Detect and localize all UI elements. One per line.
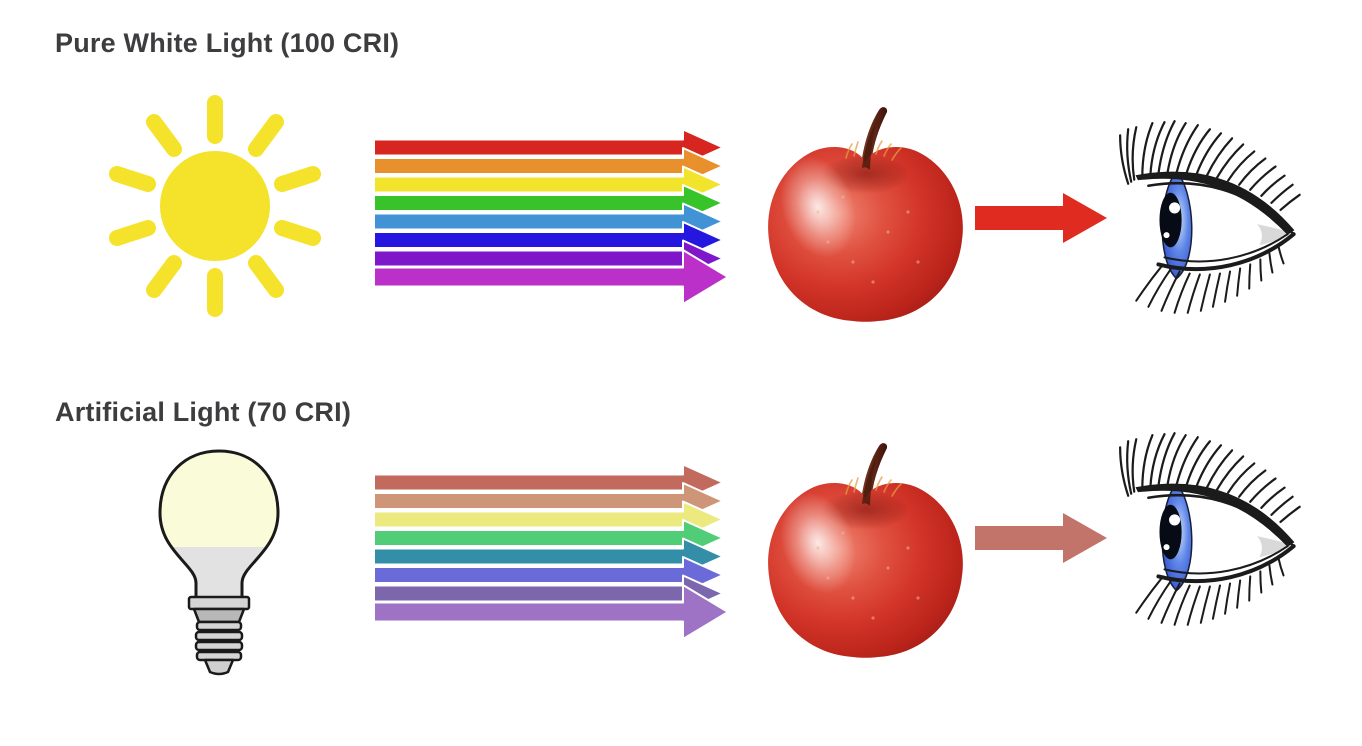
upper-lashes bbox=[1119, 432, 1301, 524]
sun-icon bbox=[109, 95, 321, 317]
apple-image bbox=[768, 443, 963, 658]
upper-lashes bbox=[1119, 120, 1301, 212]
sun-disc bbox=[160, 151, 270, 261]
apple-speckles bbox=[816, 531, 920, 620]
eye-highlight-large bbox=[1169, 514, 1181, 526]
eye-image bbox=[1119, 432, 1301, 626]
bulb-outline bbox=[158, 449, 280, 600]
apple-highlight bbox=[780, 492, 856, 594]
apple-image bbox=[768, 107, 963, 322]
bulb-body bbox=[171, 547, 267, 598]
eye-corner-shade bbox=[1257, 536, 1293, 558]
arrow-shape bbox=[975, 193, 1107, 243]
eye-pupil bbox=[1159, 192, 1182, 248]
row2-title: Artificial Light (70 CRI) bbox=[55, 397, 352, 427]
reflected-light-arrow-muted bbox=[975, 513, 1107, 563]
eye-highlight-small bbox=[1163, 232, 1170, 239]
sun-rays bbox=[109, 95, 321, 317]
spectrum-magenta-arrow bbox=[373, 249, 729, 305]
apple-stem-base bbox=[862, 120, 877, 170]
spectrum-arrows-muted bbox=[373, 463, 729, 640]
eye-corner-shade bbox=[1257, 224, 1293, 246]
eye-image bbox=[1119, 120, 1301, 314]
lower-lashes bbox=[1135, 245, 1285, 314]
eye-lids-and-lashes bbox=[1119, 120, 1301, 314]
arrow-shape bbox=[975, 513, 1107, 563]
reflected-light-arrow bbox=[975, 193, 1107, 243]
spectrum-arrows-full bbox=[373, 128, 729, 305]
apple-highlight bbox=[780, 156, 856, 258]
eye-highlight-small bbox=[1163, 544, 1170, 551]
apple-streaks bbox=[845, 140, 902, 161]
apple-streaks bbox=[845, 476, 902, 497]
lower-lashes bbox=[1135, 557, 1285, 626]
eye-lids-and-lashes bbox=[1119, 432, 1301, 626]
spectrum-muted-purple-arrow bbox=[373, 584, 729, 640]
bulb-base bbox=[187, 595, 251, 676]
apple-stem-base bbox=[862, 456, 877, 506]
row1-title: Pure White Light (100 CRI) bbox=[55, 28, 400, 58]
eye-pupil bbox=[1159, 504, 1182, 560]
apple-speckles bbox=[816, 195, 920, 284]
light-bulb-icon bbox=[158, 449, 280, 676]
eye-highlight-large bbox=[1169, 202, 1181, 214]
